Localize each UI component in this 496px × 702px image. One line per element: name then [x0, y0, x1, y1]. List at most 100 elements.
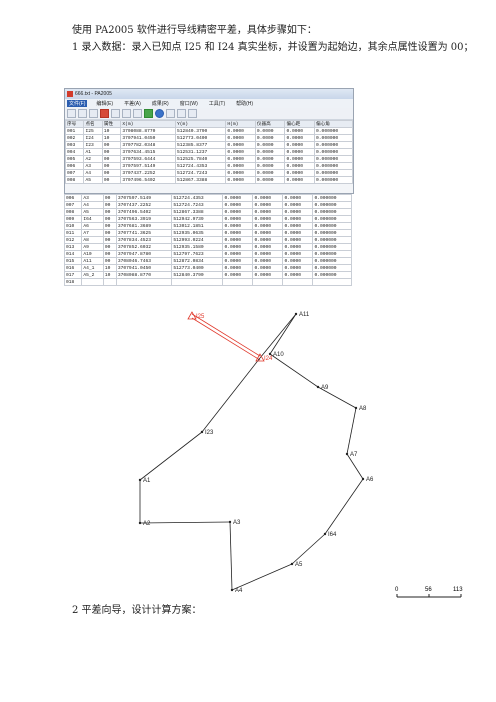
table-cell[interactable]: 0.0000 — [225, 127, 256, 135]
table-cell[interactable]: 00 — [101, 155, 122, 163]
column-header[interactable]: 序号 — [64, 120, 85, 128]
column-header[interactable]: X(m) — [120, 120, 176, 128]
table-cell[interactable]: 0.0000 — [222, 243, 254, 251]
table-cell[interactable]: 00 — [102, 243, 117, 251]
table-cell[interactable]: 0.0000 — [252, 201, 284, 209]
column-header[interactable]: 偏心角 — [314, 120, 353, 128]
table-cell[interactable]: 0.0000 — [252, 208, 284, 216]
table-cell[interactable]: 0.0000 — [282, 271, 314, 279]
table-cell[interactable]: 00 — [102, 229, 117, 237]
table-cell[interactable]: 512773.0400 — [171, 264, 224, 272]
table-cell[interactable]: 002 — [64, 134, 85, 142]
menu-item[interactable]: 编辑(E) — [96, 101, 114, 107]
table-cell[interactable]: 3707597.5149 — [115, 194, 173, 202]
table-cell[interactable]: 3707496.5402 — [120, 176, 176, 184]
table-cell[interactable]: A3 — [83, 162, 103, 170]
table-cell[interactable]: 3707941.0450 — [120, 134, 176, 142]
table-cell[interactable]: 0.000000 — [312, 271, 352, 279]
cut-icon[interactable] — [111, 109, 120, 118]
table-cell[interactable]: A5 — [81, 208, 104, 216]
table-cell[interactable] — [81, 278, 104, 286]
table-cell[interactable]: 3707947.8780 — [115, 250, 173, 258]
table-row[interactable]: 018 — [63, 278, 352, 286]
table-cell[interactable]: A4 — [81, 201, 104, 209]
table-cell[interactable]: 008 — [63, 208, 83, 216]
table-cell[interactable]: 00 — [102, 194, 117, 202]
table-cell[interactable]: 0.0000 — [282, 194, 314, 202]
table-cell[interactable]: 3707741.3625 — [115, 229, 173, 237]
table-cell[interactable]: 512993.0224 — [171, 236, 224, 244]
table-cell[interactable]: 006 — [64, 162, 85, 170]
open-file-icon[interactable] — [78, 109, 87, 118]
table-cell[interactable]: 0.0000 — [282, 208, 314, 216]
table-cell[interactable]: 0.0000 — [222, 229, 254, 237]
table-cell[interactable]: 0.0000 — [252, 222, 284, 230]
table-cell[interactable]: 0.0000 — [225, 148, 256, 156]
table-cell[interactable]: 0.0000 — [254, 155, 286, 163]
table-cell[interactable]: 008 — [64, 176, 85, 184]
table-cell[interactable] — [102, 278, 117, 286]
table-cell[interactable]: 00 — [102, 250, 117, 258]
table-cell[interactable]: 3707597.5149 — [120, 162, 176, 170]
copy-icon[interactable] — [122, 109, 131, 118]
menu-item[interactable]: 成果(R) — [151, 101, 169, 107]
table-cell[interactable]: 512724.4353 — [171, 194, 224, 202]
table-cell[interactable]: 001 — [64, 127, 85, 135]
table-cell[interactable]: I25 — [83, 127, 103, 135]
table-cell[interactable]: A10 — [81, 250, 104, 258]
table-cell[interactable]: 0.0000 — [225, 162, 256, 170]
table-cell[interactable]: 0.000000 — [314, 127, 353, 135]
graph-icon[interactable] — [177, 109, 186, 118]
table-cell[interactable]: 0.0000 — [225, 169, 256, 177]
table-cell[interactable]: 3708046.7463 — [115, 257, 173, 265]
table-cell[interactable]: 00 — [102, 201, 117, 209]
table-cell[interactable]: 0.000000 — [314, 155, 353, 163]
table-cell[interactable]: 00 — [101, 162, 122, 170]
table-cell[interactable]: 0.0000 — [284, 169, 316, 177]
table-cell[interactable]: A6 — [81, 222, 104, 230]
table-cell[interactable]: 3707593.6444 — [120, 155, 176, 163]
table-cell[interactable]: 00 — [101, 148, 122, 156]
table-cell[interactable]: 0.0000 — [284, 148, 316, 156]
table-cell[interactable]: 00 — [102, 236, 117, 244]
table-cell[interactable]: 009 — [63, 215, 83, 223]
table-cell[interactable]: 512867.3388 — [174, 176, 227, 184]
table-cell[interactable]: 512840.3790 — [171, 271, 224, 279]
table-cell[interactable]: 00 — [102, 257, 117, 265]
menu-item[interactable]: 帮助(H) — [236, 101, 254, 107]
table-cell[interactable]: 0.0000 — [222, 264, 254, 272]
table-cell[interactable]: 512867.3388 — [171, 208, 224, 216]
table-cell[interactable]: 0.000000 — [314, 148, 353, 156]
table-cell[interactable]: 0.0000 — [252, 215, 284, 223]
table-cell[interactable]: 512872.0834 — [171, 257, 224, 265]
table-cell[interactable]: 512385.8377 — [174, 141, 227, 149]
table-cell[interactable]: 0.0000 — [252, 264, 284, 272]
table-cell[interactable]: 00 — [101, 141, 122, 149]
table-cell[interactable]: 0.000000 — [312, 222, 352, 230]
report-icon[interactable] — [166, 109, 175, 118]
table-cell[interactable]: 007 — [63, 201, 83, 209]
table-cell[interactable]: 0.0000 — [284, 162, 316, 170]
table-cell[interactable]: 0.000000 — [312, 229, 352, 237]
table-cell[interactable]: 0.0000 — [222, 222, 254, 230]
table-cell[interactable]: 00 — [101, 169, 122, 177]
table-cell[interactable]: A3 — [81, 194, 104, 202]
table-cell[interactable]: 0.0000 — [254, 169, 286, 177]
delete-icon[interactable] — [100, 109, 109, 118]
table-cell[interactable]: 0.0000 — [222, 271, 254, 279]
table-cell[interactable]: 10 — [101, 127, 122, 135]
table-cell[interactable]: 10 — [102, 271, 117, 279]
column-header[interactable]: 属性 — [101, 120, 122, 128]
table-cell[interactable]: A11 — [81, 257, 104, 265]
table-cell[interactable]: 0.0000 — [284, 141, 316, 149]
table-cell[interactable]: 3707496.5402 — [115, 208, 173, 216]
table-cell[interactable]: 0.0000 — [252, 194, 284, 202]
